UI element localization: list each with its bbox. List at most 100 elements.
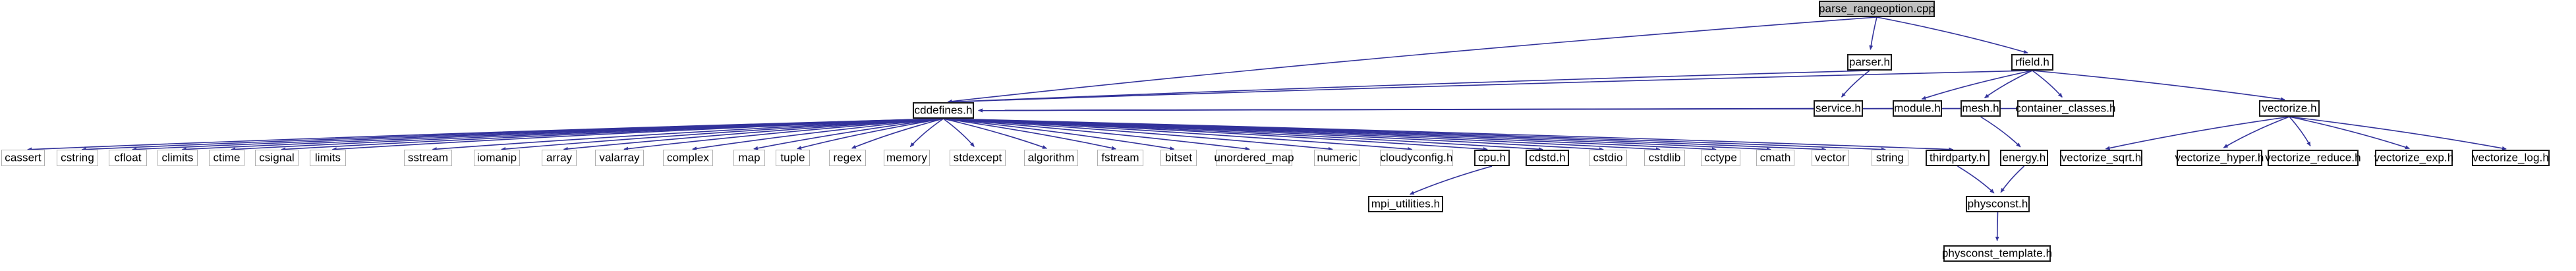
graph-node-sstream[interactable]: sstream — [404, 150, 452, 166]
graph-node-regex[interactable]: regex — [829, 150, 866, 166]
graph-node-fstream[interactable]: fstream — [1097, 150, 1143, 166]
graph-edge-cddefines-to-fstream — [943, 118, 1116, 150]
graph-edge-vectorize-to-vectorize_log — [2289, 116, 2507, 150]
graph-node-unordered_map[interactable]: unordered_map — [1214, 150, 1294, 166]
graph-node-label: map — [738, 151, 760, 164]
graph-node-label: cmath — [1760, 151, 1791, 164]
graph-node-cddefines[interactable]: cddefines.h — [913, 102, 974, 119]
graph-node-cdstd[interactable]: cdstd.h — [1526, 150, 1569, 166]
graph-node-label: mesh.h — [1962, 102, 1999, 115]
graph-node-string[interactable]: string — [1872, 150, 1908, 166]
graph-node-complex[interactable]: complex — [663, 150, 713, 166]
graph-node-cpu[interactable]: cpu.h — [1474, 150, 1510, 166]
graph-edge-cddefines-to-csignal — [281, 118, 944, 152]
graph-edge-energy-to-physconst — [2000, 166, 2025, 193]
graph-node-map[interactable]: map — [733, 150, 765, 166]
graph-edge-parse_rangeoption-to-rfield — [1876, 16, 2028, 54]
graph-edge-rfield-to-cddefines — [947, 70, 2033, 104]
graph-node-label: cstring — [61, 151, 94, 164]
graph-node-label: cdstd.h — [1529, 151, 1566, 164]
graph-edge-mesh-to-energy — [1980, 116, 2021, 148]
graph-edge-cddefines-to-cmath — [943, 118, 1771, 152]
graph-node-valarray[interactable]: valarray — [595, 150, 644, 166]
graph-node-label: service.h — [1816, 102, 1861, 115]
graph-node-label: physconst_template.h — [1941, 247, 2053, 260]
graph-node-vector[interactable]: vector — [1812, 150, 1849, 166]
graph-edge-cddefines-to-cstring — [81, 118, 944, 152]
graph-edge-parse_rangeoption-to-parser — [1869, 16, 1877, 50]
graph-node-mesh[interactable]: mesh.h — [1961, 100, 2001, 117]
graph-node-vectorize_reduce[interactable]: vectorize_reduce.h — [2265, 150, 2361, 166]
graph-node-numeric[interactable]: numeric — [1314, 150, 1360, 166]
graph-node-cstring[interactable]: cstring — [57, 150, 98, 166]
graph-node-csignal[interactable]: csignal — [255, 150, 299, 166]
graph-node-label: numeric — [1317, 151, 1358, 164]
graph-node-cctype[interactable]: cctype — [1701, 150, 1740, 166]
graph-node-physconst_template[interactable]: physconst_template.h — [1941, 245, 2053, 262]
graph-edge-cddefines-to-limits — [331, 118, 944, 152]
graph-node-label: vectorize.h — [2262, 102, 2317, 115]
graph-node-iomanip[interactable]: iomanip — [474, 150, 520, 166]
graph-node-label: vectorize_exp.h — [2374, 151, 2454, 164]
graph-node-label: mpi_utilities.h — [1371, 197, 1441, 210]
graph-node-tuple[interactable]: tuple — [776, 150, 810, 166]
graph-node-parse_rangeoption[interactable]: parse_rangeoption.cpp — [1819, 1, 1935, 17]
graph-edge-vectorize-to-vectorize_reduce — [2289, 116, 2311, 147]
graph-node-vectorize[interactable]: vectorize.h — [2259, 100, 2320, 117]
graph-node-vectorize_hyper[interactable]: vectorize_hyper.h — [2175, 150, 2264, 166]
graph-node-vectorize_sqrt[interactable]: vectorize_sqrt.h — [2060, 150, 2142, 166]
graph-node-cmath[interactable]: cmath — [1756, 150, 1794, 166]
graph-edge-cddefines-to-cstdlib — [943, 118, 1661, 152]
graph-node-label: ctime — [213, 151, 241, 164]
graph-node-label: cfloat — [114, 151, 142, 164]
graph-node-stdexcept[interactable]: stdexcept — [950, 150, 1006, 166]
graph-node-memory[interactable]: memory — [884, 150, 930, 166]
graph-node-label: vectorize_sqrt.h — [2061, 151, 2142, 164]
graph-node-label: limits — [314, 151, 341, 164]
graph-node-algorithm[interactable]: algorithm — [1024, 150, 1078, 166]
graph-edge-cddefines-to-iomanip — [501, 118, 944, 151]
graph-edge-cddefines-to-sstream — [432, 118, 944, 152]
graph-node-vectorize_log[interactable]: vectorize_log.h — [2472, 150, 2550, 166]
graph-node-label: energy.h — [2002, 151, 2046, 164]
graph-edge-cddefines-to-cstdio — [943, 118, 1604, 152]
graph-edge-parser-to-service — [1841, 70, 1870, 98]
graph-node-energy[interactable]: energy.h — [2000, 150, 2048, 166]
graph-node-thirdparty[interactable]: thirdparty.h — [1926, 150, 1989, 166]
graph-node-cloudyconfig[interactable]: cloudyconfig.h — [1380, 150, 1453, 166]
graph-node-limits[interactable]: limits — [310, 150, 346, 166]
graph-node-ctime[interactable]: ctime — [209, 150, 244, 166]
graph-node-array[interactable]: array — [542, 150, 577, 166]
graph-node-vectorize_exp[interactable]: vectorize_exp.h — [2374, 150, 2454, 166]
graph-node-label: valarray — [599, 151, 640, 164]
graph-node-container_classes[interactable]: container_classes.h — [2015, 100, 2116, 117]
graph-node-physconst[interactable]: physconst.h — [1966, 196, 2030, 212]
graph-node-label: physconst.h — [1967, 197, 2028, 210]
graph-edge-cddefines-to-cassert — [27, 118, 944, 152]
graph-node-cstdio[interactable]: cstdio — [1589, 150, 1627, 166]
graph-node-mpi_utilities[interactable]: mpi_utilities.h — [1368, 196, 1443, 212]
graph-node-parser[interactable]: parser.h — [1847, 54, 1892, 71]
graph-node-label: cstdlib — [1648, 151, 1681, 164]
graph-edge-rfield-to-vectorize — [2032, 70, 2285, 102]
graph-node-module[interactable]: module.h — [1893, 100, 1942, 117]
graph-edge-cddefines-to-unordered_map — [943, 118, 1250, 151]
graph-edge-cddefines-to-cpu — [943, 118, 1488, 152]
graph-edge-physconst-to-physconst_template — [1995, 212, 1999, 241]
graph-node-service[interactable]: service.h — [1814, 100, 1863, 117]
graph-node-cassert[interactable]: cassert — [1, 150, 45, 166]
graph-node-label: vectorize_reduce.h — [2265, 151, 2361, 164]
graph-node-rfield[interactable]: rfield.h — [2011, 54, 2053, 71]
graph-node-label: thirdparty.h — [1930, 151, 1986, 164]
graph-node-bitset[interactable]: bitset — [1160, 150, 1197, 166]
graph-edge-cddefines-to-bitset — [943, 118, 1175, 151]
graph-node-cstdlib[interactable]: cstdlib — [1644, 150, 1685, 166]
graph-node-climits[interactable]: climits — [157, 150, 198, 166]
graph-node-label: complex — [667, 151, 710, 164]
graph-node-label: container_classes.h — [2015, 102, 2116, 115]
graph-edge-cddefines-to-algorithm — [943, 118, 1048, 149]
graph-edge-cddefines-to-regex — [851, 118, 944, 149]
graph-node-label: vectorize_log.h — [2473, 151, 2549, 164]
graph-node-cfloat[interactable]: cfloat — [109, 150, 147, 166]
